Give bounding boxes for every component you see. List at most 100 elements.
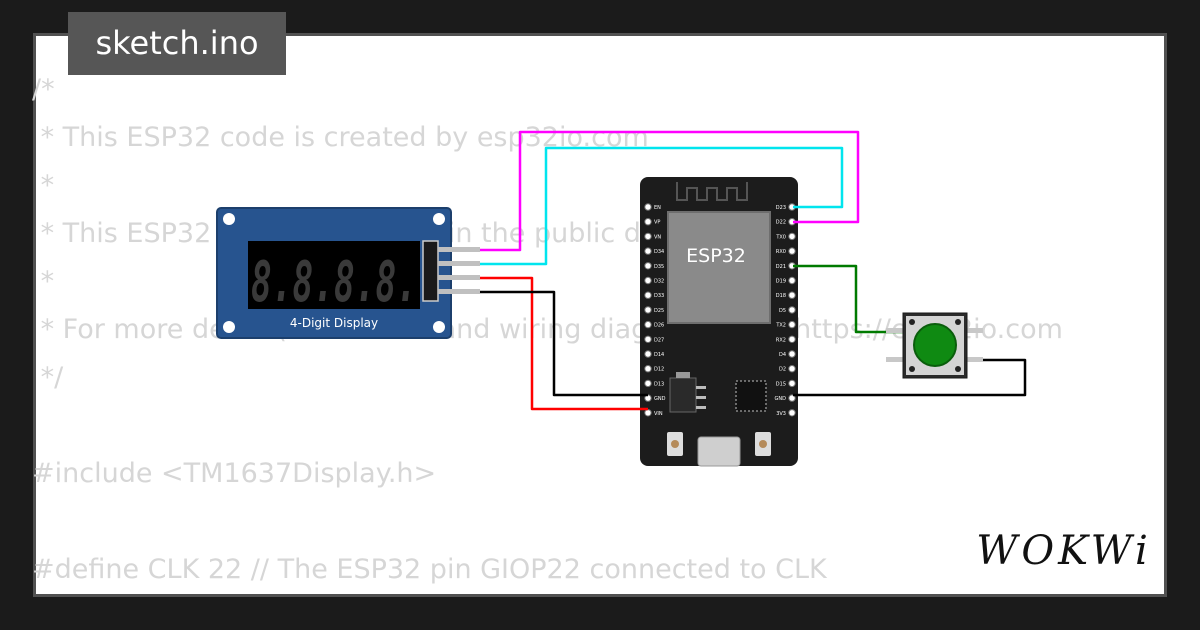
mount-hole <box>433 321 445 333</box>
regulator-tab <box>676 372 690 378</box>
en-button-cap <box>671 440 679 448</box>
pushbutton[interactable] <box>886 312 983 379</box>
esp32-pin-label: GND <box>654 396 666 402</box>
button-corner <box>909 366 915 372</box>
code-line: * <box>32 266 55 297</box>
esp32-pin-label: D32 <box>654 279 664 285</box>
esp32-pin-label: VN <box>654 234 661 240</box>
esp32-left-header: ENVPVND34D35D32D33D25D26D27D14D12D13GNDV… <box>644 203 666 417</box>
esp32-pin-vp[interactable] <box>644 218 652 226</box>
esp32-pin-tx2[interactable] <box>788 320 796 329</box>
esp32-pin-label: RX0 <box>776 249 786 255</box>
tm1637-display[interactable]: 8.8.8.8. 4-Digit Display <box>216 207 480 339</box>
file-tab[interactable]: sketch.ino <box>68 12 286 75</box>
button-corner <box>909 319 915 325</box>
esp32-pin-label: RX2 <box>776 337 786 343</box>
wokwi-logo: WOKWi <box>976 528 1152 574</box>
esp32-module <box>667 211 771 324</box>
wire-vcc[interactable] <box>480 276 648 411</box>
esp32-pin-label: D34 <box>654 249 664 255</box>
esp32-pin-label: D14 <box>654 352 664 358</box>
esp32-pin-label: D21 <box>776 264 786 270</box>
esp32-pin-label: VIN <box>654 411 663 417</box>
wire-dio[interactable] <box>480 146 844 266</box>
button-leg <box>886 328 906 333</box>
esp32-pin-tx0[interactable] <box>788 232 796 241</box>
esp32-pin-d35[interactable] <box>644 262 652 270</box>
esp32-pin-rx2[interactable] <box>788 335 796 343</box>
esp32-pin-d12[interactable] <box>644 365 652 373</box>
button-leg <box>963 328 983 333</box>
esp32-pin-d26[interactable] <box>644 320 652 329</box>
regulator-leg <box>696 396 706 399</box>
button-leg <box>886 357 906 362</box>
esp32-pin-d33[interactable] <box>644 291 652 299</box>
esp32-right-header: D23D22TX0RX0D21D19D18D5TX2RX2D4D2D15GND3… <box>775 203 796 417</box>
esp32-pin-d5[interactable] <box>788 306 796 314</box>
esp32-pin-label: TX2 <box>775 323 786 329</box>
antenna-trace <box>676 182 748 201</box>
mount-hole <box>223 321 235 333</box>
esp32-pin-label: D2 <box>779 367 786 373</box>
mount-hole <box>223 213 235 225</box>
esp32-pin-d32[interactable] <box>644 276 652 285</box>
esp32-pin-label: D4 <box>779 352 786 358</box>
display-label: 4-Digit Display <box>290 316 378 330</box>
esp32-pin-label: D19 <box>776 279 786 285</box>
esp32-pin-label: D27 <box>654 337 664 343</box>
esp32-pin-label: VP <box>654 220 660 226</box>
wire-button-gnd[interactable] <box>793 358 1027 397</box>
esp32-pin-d34[interactable] <box>644 247 652 255</box>
esp32-pin-vin[interactable] <box>644 409 652 417</box>
esp32-pin-label: D33 <box>654 293 664 299</box>
esp32-pin-en[interactable] <box>644 203 652 211</box>
esp32-board[interactable]: ESP32 ENVPVND34D35D32D33D25D26D27D14D12D… <box>640 177 798 467</box>
esp32-pin-label: TX0 <box>775 234 786 240</box>
display-pin-vcc[interactable] <box>438 275 480 280</box>
esp32-pin-label: GND <box>775 396 787 402</box>
esp32-pin-d14[interactable] <box>644 350 652 358</box>
esp32-pin-d27[interactable] <box>644 335 652 343</box>
esp32-pin-label: D25 <box>654 308 664 314</box>
voltage-regulator <box>669 377 697 413</box>
esp32-chip-label: ESP32 <box>686 245 746 267</box>
usb-port[interactable] <box>697 436 741 467</box>
code-line: */ <box>32 362 64 393</box>
code-line: #include <TM1637Display.h> <box>32 458 437 489</box>
display-pin-gnd[interactable] <box>438 289 480 294</box>
code-line: /* <box>32 74 55 105</box>
boot-button-cap <box>759 440 767 448</box>
esp32-pin-gnd[interactable] <box>788 394 796 402</box>
button-corner <box>955 366 961 372</box>
display-pin-clk[interactable] <box>438 247 480 252</box>
regulator-leg <box>696 406 706 409</box>
esp32-pin-3v3[interactable] <box>788 409 796 417</box>
button-corner <box>955 319 961 325</box>
wires <box>480 130 1027 411</box>
esp32-pin-d2[interactable] <box>788 365 796 373</box>
esp32-pin-d13[interactable] <box>644 379 652 388</box>
esp32-pin-label: D5 <box>779 308 786 314</box>
esp32-pin-vn[interactable] <box>644 232 652 241</box>
esp32-pin-d4[interactable] <box>788 350 796 358</box>
code-line: * <box>32 170 55 201</box>
esp32-pin-label: EN <box>654 205 661 211</box>
button-cap[interactable] <box>913 323 957 367</box>
mount-hole <box>433 213 445 225</box>
esp32-pin-label: D13 <box>654 381 664 387</box>
esp32-pin-label: D35 <box>654 264 664 270</box>
usb-uart-chip <box>735 380 767 412</box>
esp32-pin-d18[interactable] <box>788 291 796 299</box>
esp32-pin-d19[interactable] <box>788 276 796 285</box>
regulator-leg <box>696 386 706 389</box>
display-window <box>248 241 420 309</box>
wire-clk[interactable] <box>480 130 860 252</box>
wire-gnd[interactable] <box>480 290 648 397</box>
display-pin-dio[interactable] <box>438 261 480 266</box>
esp32-pin-d15[interactable] <box>788 379 796 388</box>
esp32-pin-label: D26 <box>654 323 664 329</box>
esp32-pin-rx0[interactable] <box>788 247 796 255</box>
wire-button-signal[interactable] <box>793 264 904 334</box>
esp32-pin-d25[interactable] <box>644 306 652 314</box>
